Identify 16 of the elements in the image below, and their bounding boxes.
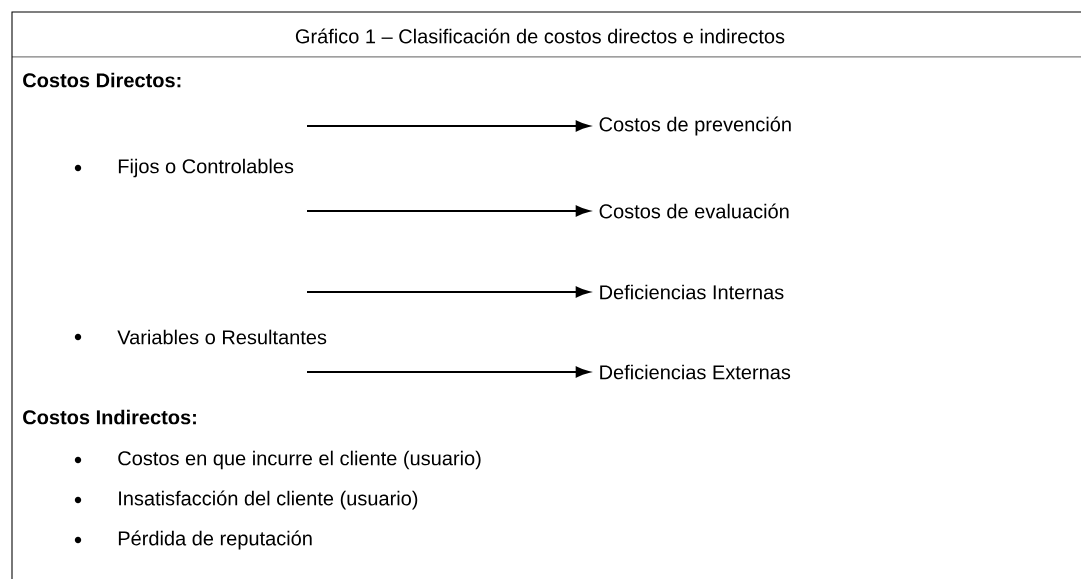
title: Gráfico 1 – Clasificación de costos directos e indirectos — [295, 28, 785, 44]
list-item: Costos en que incurre el cliente (usuario) — [118, 450, 481, 470]
arrow — [306, 120, 590, 132]
arrow — [306, 205, 590, 217]
list-item: Variables o Resultantes — [117, 329, 327, 345]
category-text: Costos de prevención — [599, 116, 791, 136]
category-text: Deficiencias Internas — [600, 284, 784, 300]
list-item: Pérdida de reputación — [118, 530, 312, 550]
arrow — [306, 286, 590, 298]
list-item: Fijos o Controlables — [118, 158, 294, 178]
section-heading: Costos Directos: — [23, 72, 181, 88]
list-item: Insatisfacción del cliente (usuario) — [119, 490, 418, 510]
arrow — [306, 366, 590, 378]
category-text: Deficiencias Externas — [600, 364, 791, 380]
category-text: Costos de evaluación — [599, 203, 789, 219]
section-heading: Costos Indirectos: — [23, 409, 196, 425]
